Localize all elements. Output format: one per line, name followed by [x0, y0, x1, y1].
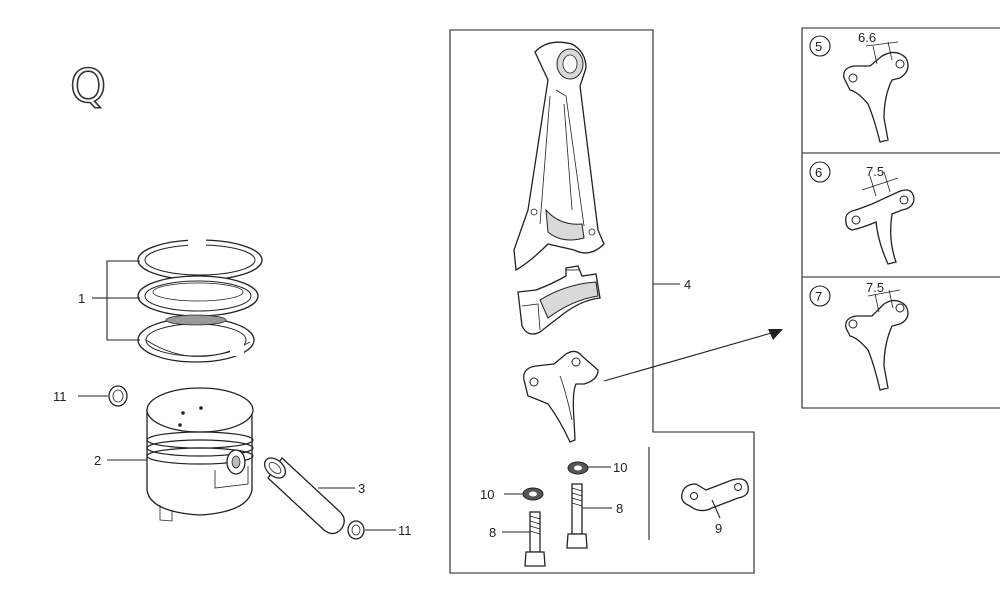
lock-plate [681, 478, 749, 512]
detail-arrow [603, 331, 776, 382]
callout-8-right: 8 [616, 501, 623, 516]
dipper-variant-7 [845, 299, 909, 391]
oil-dipper [523, 350, 599, 443]
callout-2: 2 [94, 453, 101, 468]
arrow-head [768, 329, 783, 340]
callout-11-left: 11 [53, 389, 67, 404]
callout-1: 1 [78, 291, 85, 306]
dimension-7: 7.5 [866, 280, 884, 295]
piston [146, 387, 254, 522]
callout-3: 3 [358, 481, 365, 496]
circlip-right [347, 520, 365, 540]
dimension-5: 6.6 [858, 30, 876, 45]
dimension-6: 7.5 [866, 164, 884, 179]
bolt-right [566, 483, 588, 549]
conrod-assembly-frame [449, 29, 755, 574]
detail-frame [801, 27, 1000, 409]
callout-5: 5 [815, 39, 822, 54]
callout-4: 4 [684, 277, 691, 292]
circlip-left [108, 385, 128, 407]
dipper-variant-5 [843, 51, 909, 143]
washer-right [567, 461, 589, 475]
piston-pin [263, 457, 345, 535]
callout-10-right: 10 [613, 460, 627, 475]
callout-11-right: 11 [398, 523, 412, 538]
bolt-left [524, 511, 546, 567]
callout-9: 9 [715, 521, 722, 536]
callout-10-left: 10 [480, 487, 494, 502]
connecting-rod [513, 41, 605, 272]
washer-left [522, 487, 544, 501]
section-letter: Q [70, 59, 106, 113]
callout-6: 6 [815, 165, 822, 180]
piston-rings [137, 236, 263, 363]
dipper-variant-6 [845, 189, 915, 265]
callout-7: 7 [815, 289, 822, 304]
callout-8-left: 8 [489, 525, 496, 540]
rod-cap [517, 265, 601, 335]
